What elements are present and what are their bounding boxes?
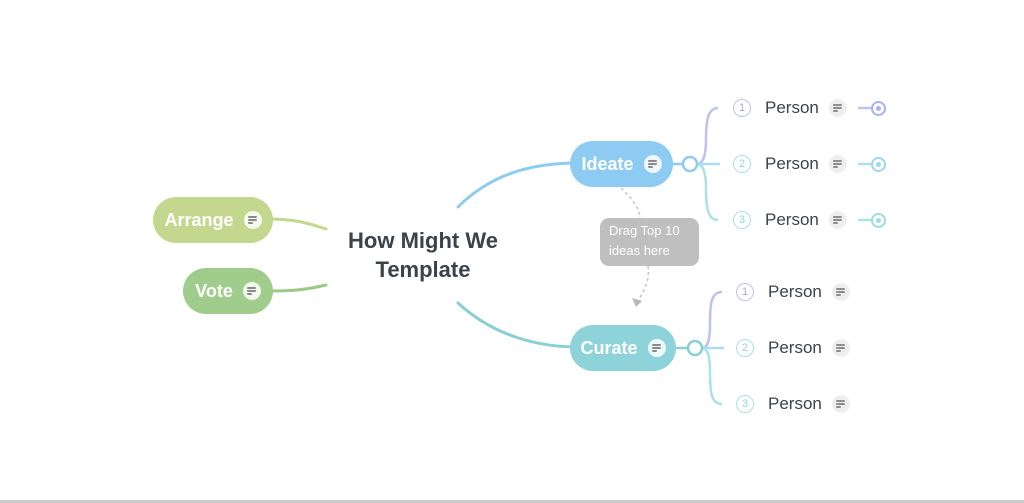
note-icon[interactable] xyxy=(643,155,662,173)
note-icon[interactable] xyxy=(828,155,847,173)
topic-vote[interactable]: Vote xyxy=(183,268,273,314)
number-badge: 2 xyxy=(736,339,754,357)
note-icon[interactable] xyxy=(243,211,262,229)
number-badge: 1 xyxy=(736,283,754,301)
subtopic-curate-person-1[interactable]: Person xyxy=(768,280,850,304)
subtopic-curate-person-2[interactable]: Person xyxy=(768,336,850,360)
edge-root-ideate xyxy=(456,161,580,209)
topic-curate-label: Curate xyxy=(580,337,638,358)
topic-curate[interactable]: Curate xyxy=(570,325,676,371)
number-badge: 3 xyxy=(733,211,751,229)
note-icon[interactable] xyxy=(828,99,847,117)
topic-vote-label: Vote xyxy=(195,280,233,301)
edge-root-arrange xyxy=(266,217,328,231)
subtopic-ideate-person-3[interactable]: Person xyxy=(765,208,847,232)
subtopic-label: Person xyxy=(768,282,822,301)
note-icon[interactable] xyxy=(647,339,666,357)
subtopic-ideate-person-2[interactable]: Person xyxy=(765,152,847,176)
target-marker-icon[interactable] xyxy=(871,213,886,228)
topic-arrange[interactable]: Arrange xyxy=(153,197,273,243)
arrowhead-icon xyxy=(632,298,642,307)
edge-curate-child-3 xyxy=(701,346,723,406)
central-topic[interactable]: How Might We Template xyxy=(318,226,528,284)
bottom-divider xyxy=(0,500,1024,503)
ideate-branch-node[interactable] xyxy=(681,155,699,173)
subtopic-label: Person xyxy=(768,394,822,413)
central-topic-line-1: How Might We xyxy=(348,228,498,253)
relationship-line[interactable] xyxy=(620,187,641,219)
topic-ideate[interactable]: Ideate xyxy=(570,141,673,187)
topic-ideate-label: Ideate xyxy=(581,153,634,174)
edge-root-vote xyxy=(266,283,328,293)
note-icon[interactable] xyxy=(831,283,850,301)
subtopic-curate-person-3[interactable]: Person xyxy=(768,392,850,416)
curate-branch-node[interactable] xyxy=(686,339,704,357)
edge-root-curate xyxy=(456,301,580,349)
relationship-line-lower[interactable] xyxy=(636,265,650,303)
note-icon[interactable] xyxy=(831,339,850,357)
note-icon[interactable] xyxy=(828,211,847,229)
subtopic-ideate-person-1[interactable]: Person xyxy=(765,96,847,120)
note-icon[interactable] xyxy=(831,395,850,413)
subtopic-label: Person xyxy=(765,98,819,117)
number-badge: 1 xyxy=(733,99,751,117)
subtopic-label: Person xyxy=(768,338,822,357)
central-topic-line-2: Template xyxy=(375,257,471,282)
subtopic-label: Person xyxy=(765,210,819,229)
note-icon[interactable] xyxy=(242,282,261,300)
edge-curate-child-1 xyxy=(701,290,723,350)
subtopic-label: Person xyxy=(765,154,819,173)
callout-line-2: ideas here xyxy=(609,243,670,258)
callout-drag-top-10[interactable]: Drag Top 10 ideas here xyxy=(600,218,699,266)
topic-arrange-label: Arrange xyxy=(164,209,234,230)
target-marker-icon[interactable] xyxy=(871,157,886,172)
edge-ideate-child-1 xyxy=(696,106,719,166)
callout-line-1: Drag Top 10 xyxy=(609,223,680,238)
edge-ideate-child-3 xyxy=(696,162,719,222)
target-marker-icon[interactable] xyxy=(871,101,886,116)
number-badge: 3 xyxy=(736,395,754,413)
number-badge: 2 xyxy=(733,155,751,173)
